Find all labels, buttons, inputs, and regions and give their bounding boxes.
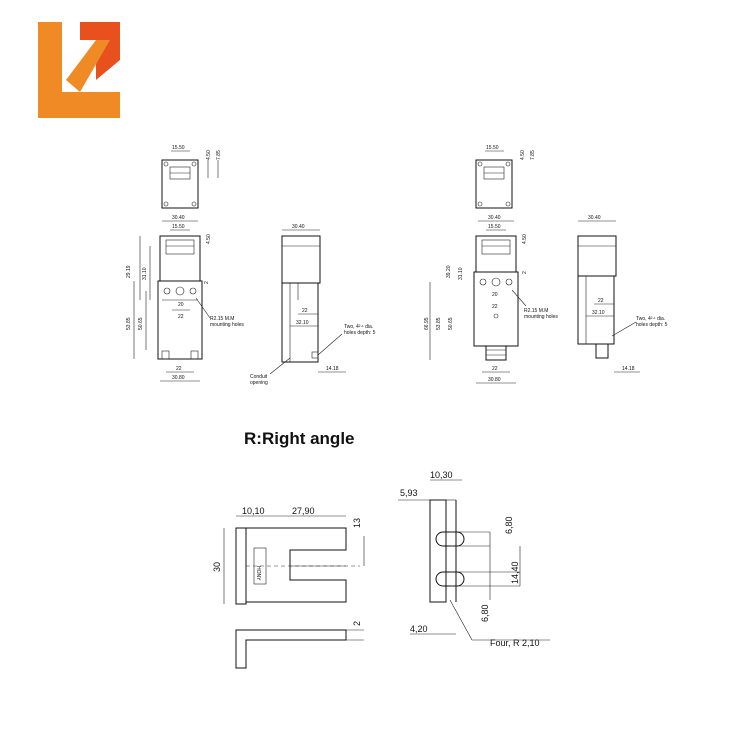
- dim-label: 22: [176, 366, 182, 372]
- dim-label: 14.18: [326, 366, 339, 372]
- dim-label: 30.40: [588, 215, 601, 221]
- dim-label: 39.20: [446, 265, 452, 278]
- part-marking: HONY: [255, 566, 261, 581]
- dim-label: 53.85: [126, 317, 132, 330]
- front-view-left: 30.40 15.50 4.50 29.19 31.10 53.85 50.65…: [126, 215, 244, 382]
- dim-label: 4.50: [520, 150, 526, 160]
- dim-label: 13: [352, 518, 362, 528]
- annotation: R2.15 M.M: [210, 316, 234, 322]
- annotation: Two, 4²·¹ dia.: [636, 316, 665, 322]
- dim-label: 30.40: [488, 215, 501, 221]
- annotation: holes depth: 5: [636, 322, 668, 328]
- annotation: Two, 4²·¹ dia.: [344, 324, 373, 330]
- dim-label: 32.10: [296, 320, 309, 326]
- actuator-left-views: HONY 10,10 27,90 30 13 2: [212, 506, 365, 669]
- dim-label: 22: [492, 304, 498, 310]
- dim-label: 27,90: [292, 506, 315, 516]
- actuator-right-views: 10,30 5,93 6,80 14,40 6,80 4,20 Four, R …: [398, 470, 550, 648]
- section-title: R:Right angle: [244, 429, 355, 448]
- dim-label: 22: [178, 314, 184, 320]
- front-view-right: 30.40 15.50 4.50 39.20 31.10 66.95 53.85…: [424, 215, 558, 384]
- dim-label: 30.80: [172, 375, 185, 381]
- dim-label: 14,40: [510, 561, 520, 584]
- dim-label: 20: [492, 292, 498, 298]
- dim-label: 4,20: [410, 624, 428, 634]
- annotation: holes depth: 5: [344, 330, 376, 336]
- top-view-left: 15.50 4.50 7.85: [161, 145, 222, 209]
- dim-label: 30.80: [488, 377, 501, 383]
- dim-label: 31.10: [458, 267, 464, 280]
- dim-label: 7.85: [530, 150, 536, 160]
- dim-label: 50.65: [138, 317, 144, 330]
- dim-label: 10,10: [242, 506, 265, 516]
- dim-label: 2: [204, 281, 210, 284]
- dim-label: 4.50: [522, 234, 528, 244]
- annotation: mounting holes: [210, 322, 244, 328]
- dim-label: 53.85: [436, 317, 442, 330]
- side-view-left: 30.40 22 32.10 14.18 Two, 4²·¹ dia. hole…: [250, 224, 376, 386]
- dim-label: 15.50: [488, 224, 501, 230]
- side-view-right: 30.40 22 32.10 14.18 Two, 4²·¹ dia. hole…: [577, 215, 668, 373]
- dim-label: 15.50: [486, 145, 499, 151]
- annotation: R2.15 M.M: [524, 308, 548, 314]
- dim-label: 4.50: [206, 150, 212, 160]
- dim-label: 32.10: [592, 310, 605, 316]
- dim-label: 29.19: [126, 265, 132, 278]
- dim-label: 4.50: [206, 234, 212, 244]
- dim-label: 10,30: [430, 470, 453, 480]
- dim-label: 50.65: [448, 317, 454, 330]
- brand-logo: [38, 22, 120, 118]
- annotation: Four, R 2,10: [490, 638, 540, 648]
- dim-label: 30.40: [172, 215, 185, 221]
- dim-label: 22: [492, 366, 498, 372]
- dim-label: 2: [522, 271, 528, 274]
- dim-label: 15.50: [172, 145, 185, 151]
- dim-label: 15.50: [172, 224, 185, 230]
- dim-label: 6,80: [480, 604, 490, 622]
- dim-label: 6,80: [504, 516, 514, 534]
- dim-label: 22: [598, 298, 604, 304]
- dim-label: 7.85: [216, 150, 222, 160]
- dim-label: 30: [212, 562, 222, 572]
- dim-label: 66.95: [424, 317, 430, 330]
- dim-label: 20: [178, 302, 184, 308]
- dim-label: 2: [352, 621, 362, 626]
- dim-label: 31.10: [142, 267, 148, 280]
- top-left-drawing-set: 15.50 4.50 7.85 30.40 15.50 4.50 29.19: [126, 145, 376, 386]
- dim-label: 30.40: [292, 224, 305, 230]
- dim-label: 22: [302, 308, 308, 314]
- annotation: mounting holes: [524, 314, 558, 320]
- dim-label: 14.18: [622, 366, 635, 372]
- top-right-drawing-set: 15.50 4.50 7.85 30.40 15.50 4.50 39.20 3…: [424, 145, 668, 384]
- annotation: Conduit: [250, 374, 268, 380]
- top-view-right: 15.50 4.50 7.85: [475, 145, 536, 209]
- annotation: opening: [250, 380, 268, 386]
- dim-label: 5,93: [400, 488, 418, 498]
